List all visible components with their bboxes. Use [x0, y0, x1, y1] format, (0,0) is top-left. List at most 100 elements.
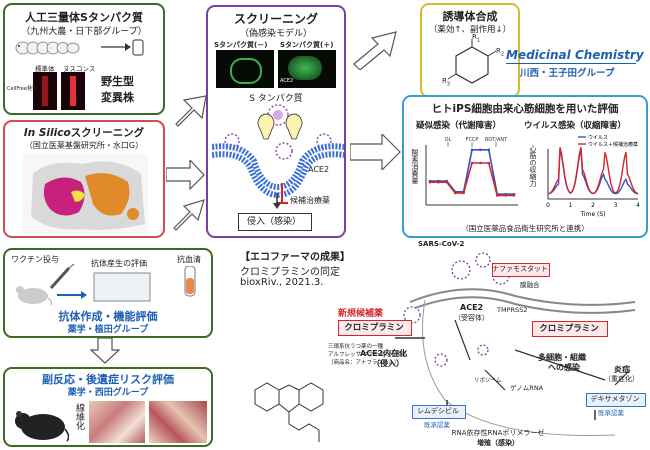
candidate-drug-label: 候補治療薬	[290, 196, 330, 205]
fibrosis-label: 線維化	[74, 403, 84, 430]
infection-label-box	[238, 213, 312, 231]
clomipramine-label-2: クロミプラミン	[539, 324, 599, 334]
nafamostat-box	[492, 263, 550, 277]
eval-label: 抗体産生の評価	[91, 259, 147, 268]
benzene-icon	[447, 39, 497, 84]
data-point	[437, 180, 440, 184]
antibody-box: ワクチン投与 抗体産生の評価 抗血清 抗体作成・機能評価 薬学・植田グループ	[3, 248, 213, 338]
approved-label-2: 既承認薬	[424, 421, 450, 429]
protein-subtitle: （九州大農・日下部グループ）	[21, 27, 147, 37]
gel-label-left: 標準体	[35, 65, 55, 73]
vaccine-label: ワクチン投与	[11, 255, 59, 264]
r2-text: R	[496, 47, 501, 55]
x-tick-label: 2	[591, 202, 595, 209]
legend-label: ウイルス＋候補治療薬	[588, 141, 638, 148]
data-point	[487, 161, 491, 165]
r1-text: R	[472, 33, 477, 41]
clomipramine-label-1: クロミプラミン	[344, 323, 404, 333]
mech-ace2-label: ACE2	[460, 303, 484, 312]
multi-organ-sub: への感染	[548, 363, 580, 372]
annotation-label: ROT/ANT	[485, 137, 508, 143]
new-candidate-label: 新規候補薬	[338, 309, 384, 319]
arrow-to-screening-1	[175, 95, 206, 127]
screening-subtitle: （偽感染モデル）	[239, 29, 312, 39]
x-axis-label: Time (S)	[579, 211, 605, 217]
dexamethasone-label: デキサメタゾン	[590, 395, 640, 403]
sars-label: SARS-CoV-2	[418, 240, 465, 248]
gel-image-left	[33, 72, 57, 110]
protein-box: 人工三量体Sタンパク質 （九州大農・日下部グループ） 標準体 ヌスコンス Cel…	[3, 3, 165, 115]
arrow-tube-icon	[101, 39, 144, 56]
tricyclic-line2: アルフレッサ ファーマから販売	[328, 352, 407, 358]
remdesivir-label: レムデシビル	[417, 407, 459, 415]
membrane-diagram	[212, 104, 344, 204]
ips-box: ヒトiPS細胞由来心筋細胞を用いた評価 疑似感染（代謝障害） ウイルス感染（収縮…	[402, 95, 648, 238]
ace2-internal-sub: （侵入）	[372, 359, 404, 368]
plate-icon	[93, 272, 151, 302]
clomipramine-box-1	[338, 320, 412, 336]
x-tick-label: 4	[636, 202, 640, 209]
insilico-title: In Silicoスクリーニング	[5, 125, 163, 140]
medchem-underline	[506, 63, 636, 64]
fluor-image-minus	[216, 50, 274, 88]
ace2-panel-label: ACE2	[280, 78, 294, 84]
antibody-subtitle: 薬学・植田グループ	[67, 325, 149, 335]
infection-label: 侵入（感染）	[246, 217, 301, 227]
ecopharma-title: 【エコファーマの成果】	[240, 252, 350, 263]
tissue-image-1	[89, 401, 145, 443]
inflammation-label: 炎症	[614, 365, 630, 374]
down-arrow-small	[273, 193, 281, 209]
arrow-to-screening-3	[173, 199, 205, 231]
ribosome-label: リボソーム	[474, 378, 502, 384]
black-mouse-image	[15, 411, 69, 442]
ace2-label: ACE2	[308, 165, 330, 174]
tricyclic-line1: 三環系抗うつ薬の一種	[328, 344, 384, 350]
insilico-title-prefix: In Silico	[23, 127, 71, 139]
nafamostat-label: ナファモスタット	[492, 265, 548, 273]
protein-title: 人工三量体Sタンパク質	[25, 11, 143, 24]
data-point	[470, 148, 474, 152]
inflammation-sub: （重症化）	[604, 375, 639, 383]
medchem-title: Medicinal Chemistry	[506, 48, 644, 62]
r1-label: R1	[472, 33, 481, 44]
wild-type-label: 野生型	[101, 75, 134, 88]
mutant-label: 変異株	[101, 91, 134, 104]
s-minus-label: Sタンパク質(－)	[214, 41, 268, 49]
cell-free-label: CellFree発現	[7, 86, 37, 92]
screening-box: スクリーニング （偽感染モデル） Sタンパク質(－) Sタンパク質(＋) ACE…	[206, 5, 346, 238]
s-plus-label: Sタンパク質(＋)	[280, 41, 334, 49]
ips-footer: （国立医薬品食品衛生研究所と連携）	[461, 224, 589, 233]
data-point	[487, 148, 491, 152]
fusion-label: 膜融合	[520, 281, 540, 289]
dexamethasone-box	[586, 393, 646, 407]
side-effect-box: 副反応・後遺症リスク評価 薬学・西田グループ 線維化	[3, 367, 213, 447]
side-effect-subtitle: 薬学・西田グループ	[67, 388, 149, 398]
approved-label-1: 既承認薬	[598, 409, 624, 417]
x-tick-label: 3	[614, 202, 618, 209]
tissue-image-2	[149, 401, 207, 443]
ecopharma-line2: bioxRiv., 2021.3.	[240, 277, 324, 288]
derivative-title: 誘導体合成	[442, 10, 498, 23]
syringe-icon	[49, 264, 75, 290]
mech-ace2-sub: （受容体）	[454, 314, 489, 322]
data-point	[479, 148, 482, 152]
annotation-label: FCCP	[466, 137, 479, 143]
data-point	[504, 194, 507, 197]
screening-title: スクリーニング	[233, 12, 318, 26]
x-tick-label: 1	[569, 202, 573, 209]
right-ylabel: 心筋の収縮力	[529, 145, 537, 187]
clomipramine-structure	[254, 382, 324, 442]
insilico-title-suffix: スクリーニング	[70, 127, 145, 139]
arrow-to-ips	[350, 134, 401, 170]
annotation-label: OL	[445, 137, 452, 143]
arrow-to-screening-2	[166, 160, 205, 190]
fluor-image-plus: ACE2	[278, 50, 336, 88]
legend-label: ウイルス	[588, 134, 608, 141]
protein-surface-image	[23, 154, 148, 234]
series-line-1	[430, 162, 514, 197]
gel-image-right	[61, 72, 85, 110]
down-arrow-icon	[90, 338, 120, 364]
ips-right-title: ウイルス感染（収縮障害）	[524, 121, 627, 131]
multi-organ-label: 多細胞・組織	[538, 353, 586, 362]
